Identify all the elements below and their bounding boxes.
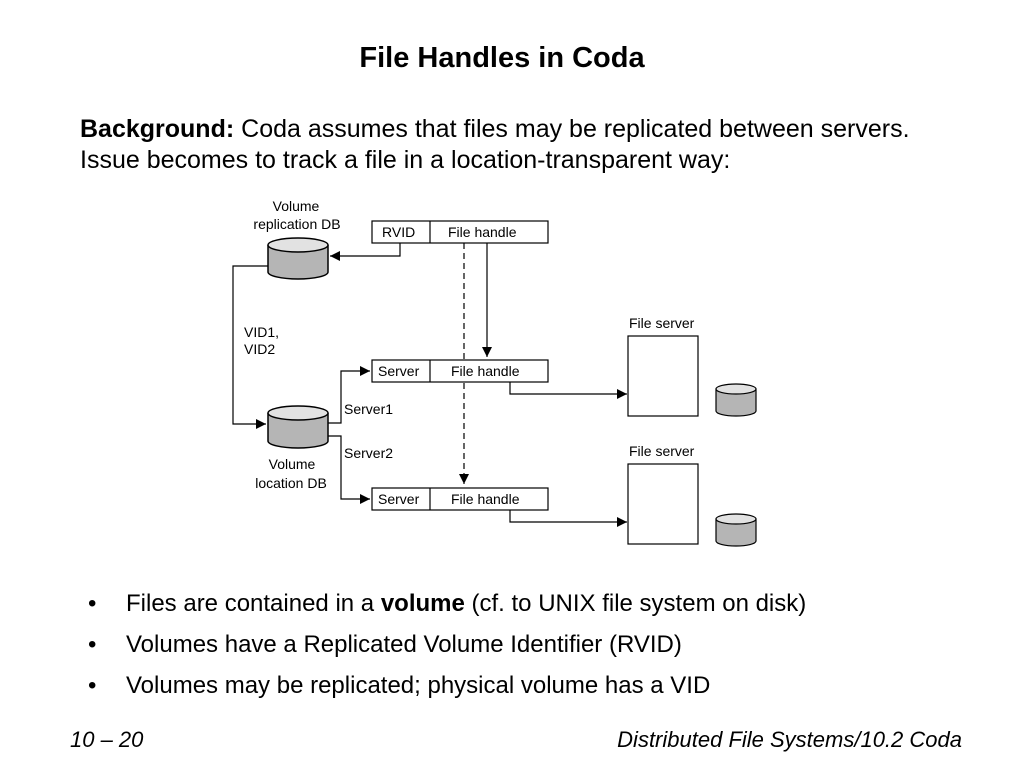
- bullet-text: Volumes have a Replicated Volume Identif…: [126, 631, 682, 658]
- server2-lookup-arrow: [328, 435, 370, 504]
- replication-db-cylinder: [267, 237, 329, 280]
- bullet-text: Volumes may be replicated; physical volu…: [126, 672, 711, 699]
- server1-to-file-server-arrow: [509, 382, 627, 399]
- file-server1-box: [627, 335, 699, 417]
- slide-title: File Handles in Coda: [359, 42, 645, 74]
- rvid-lookup-arrow: [330, 243, 401, 261]
- file-server1-label: File server: [629, 315, 695, 331]
- server1-file-handle-record: Server File handle: [371, 359, 549, 383]
- bullet-item: • Files are contained in a volume (cf. to…: [88, 588, 806, 629]
- replication-db-label-line1: Volume: [273, 198, 320, 214]
- server2-to-file-server-arrow: [509, 510, 627, 527]
- server2-label: Server2: [344, 445, 393, 461]
- location-db-cylinder: [267, 405, 329, 449]
- rvid-file-handle-record: RVID File handle: [371, 220, 549, 244]
- bullet-text: Files are contained in a: [126, 590, 381, 617]
- server1-field: Server: [378, 363, 420, 379]
- location-db-label-line1: Volume: [269, 456, 316, 472]
- background-paragraph: Background: Coda assumes that files may …: [80, 114, 960, 176]
- bullet-marker: •: [88, 631, 97, 658]
- bullet-item: • Volumes may be replicated; physical vol…: [88, 670, 806, 711]
- location-db-label-line2: location DB: [255, 475, 327, 491]
- file-server2-disk: [715, 513, 757, 547]
- file-server2-label: File server: [629, 443, 695, 459]
- server2-file-handle-field: File handle: [451, 491, 520, 507]
- replication-db-label-line2: replication DB: [253, 216, 340, 232]
- rvid-field: RVID: [382, 224, 415, 240]
- server2-file-handle-record: Server File handle: [371, 487, 549, 511]
- background-label: Background:: [80, 115, 235, 143]
- file-server1-disk: [715, 383, 757, 417]
- server2-field: Server: [378, 491, 420, 507]
- bullet-marker: •: [88, 672, 97, 699]
- slide-number: 10 – 20: [70, 727, 144, 752]
- bullet-list: • Files are contained in a volume (cf. to…: [88, 588, 806, 711]
- footer-section-title: Distributed File Systems/10.2 Coda: [617, 727, 962, 752]
- bullet-marker: •: [88, 590, 97, 617]
- rvid-file-handle-field: File handle: [448, 224, 517, 240]
- server1-file-handle-field: File handle: [451, 363, 520, 379]
- server1-lookup-arrow: [328, 366, 370, 424]
- bullet-item: • Volumes have a Replicated Volume Identi…: [88, 629, 806, 670]
- vid-label-line2: VID2: [244, 341, 275, 357]
- file-server2-box: [627, 463, 699, 545]
- bullet-bold-term: volume: [380, 590, 465, 617]
- server1-label: Server1: [344, 401, 393, 417]
- bullet-text: (cf. to UNIX file system on disk): [464, 590, 807, 617]
- replication-to-location-arrow: [232, 265, 268, 429]
- background-text: Coda assumes that files may be replicate…: [80, 115, 910, 174]
- vid-label-line1: VID1,: [244, 324, 279, 340]
